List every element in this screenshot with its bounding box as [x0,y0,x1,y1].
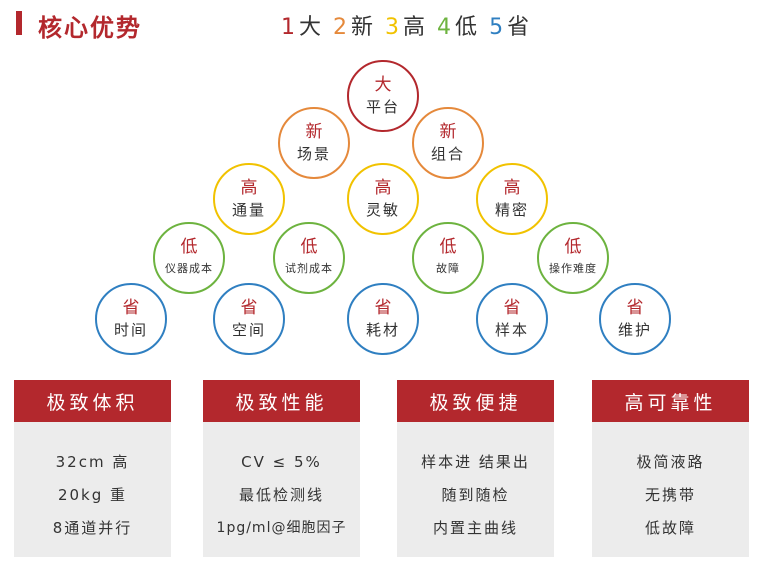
advantage-circle-throughput: 高 通量 [213,163,285,235]
circle-label: 耗材 [365,321,400,339]
circle-keyword: 低 [564,237,582,257]
card-line: CV ≤ 5% [241,453,322,471]
feature-card-performance: 极致性能 CV ≤ 5% 最低检测线 1pg/ml@细胞因子 [203,380,360,557]
advantage-circle-combination: 新 组合 [412,107,484,179]
circle-label: 试剂成本 [285,262,333,275]
advantage-circle-time: 省 时间 [95,283,167,355]
slogan-num-4: 4 [437,15,453,40]
circle-label: 空间 [231,321,266,339]
circle-label: 组合 [430,145,465,163]
circle-keyword: 低 [300,237,318,257]
card-body: CV ≤ 5% 最低检测线 1pg/ml@细胞因子 [203,446,360,545]
slogan-num-2: 2 [333,15,349,40]
slogan-word-3: 高 [403,15,427,40]
circle-label: 灵敏 [365,201,400,219]
advantage-circle-reagent-cost: 低 试剂成本 [273,222,345,294]
advantage-circle-sensitivity: 高 灵敏 [347,163,419,235]
card-line: 随到随检 [441,486,510,504]
circle-keyword: 省 [626,298,644,318]
circle-label: 平台 [365,98,400,116]
advantage-circle-instrument-cost: 低 仪器成本 [153,222,225,294]
circle-keyword: 省 [240,298,258,318]
card-line: 1pg/ml@细胞因子 [216,520,347,536]
circle-keyword: 高 [240,178,258,198]
card-title: 极致体积 [14,380,171,422]
card-line: 最低检测线 [238,486,324,504]
circle-label: 操作难度 [549,262,597,275]
circle-keyword: 低 [180,237,198,257]
slogan-word-1: 大 [299,15,323,40]
advantage-circle-consumables: 省 耗材 [347,283,419,355]
circle-keyword: 低 [439,237,457,257]
circle-label: 样本 [494,321,529,339]
card-line: 无携带 [644,486,696,504]
circle-keyword: 省 [122,298,140,318]
advantage-circle-space: 省 空间 [213,283,285,355]
circle-keyword: 省 [503,298,521,318]
circle-label: 故障 [436,262,460,275]
card-title: 高可靠性 [592,380,749,422]
slogan-num-5: 5 [489,15,505,40]
card-body: 极简液路 无携带 低故障 [592,446,749,545]
card-line: 内置主曲线 [432,519,518,537]
slogan-word-2: 新 [351,15,375,40]
advantage-circle-maintenance: 省 维护 [599,283,671,355]
card-line: 20kg 重 [57,486,128,504]
card-line: 32cm 高 [55,453,130,471]
circle-label: 精密 [494,201,529,219]
slogan-word-5: 省 [507,15,531,40]
slogan-num-3: 3 [385,15,401,40]
card-line: 低故障 [644,519,696,537]
advantage-circle-operation: 低 操作难度 [537,222,609,294]
circle-keyword: 新 [305,122,323,142]
advantage-circle-platform: 大 平台 [347,60,419,132]
circle-label: 通量 [231,201,266,219]
card-line: 极简液路 [636,453,705,471]
card-title: 极致便捷 [397,380,554,422]
feature-card-convenience: 极致便捷 样本进 结果出 随到随检 内置主曲线 [397,380,554,557]
advantage-circle-scenario: 新 场景 [278,107,350,179]
circle-label: 时间 [113,321,148,339]
circle-label: 场景 [296,145,331,163]
circle-keyword: 高 [503,178,521,198]
advantage-circle-precision: 高 精密 [476,163,548,235]
title-accent-bar [16,11,22,35]
card-line: 8通道并行 [52,519,133,537]
advantage-circle-sample: 省 样本 [476,283,548,355]
card-title: 极致性能 [203,380,360,422]
circle-keyword: 高 [374,178,392,198]
circle-label: 维护 [617,321,652,339]
advantage-circle-failure: 低 故障 [412,222,484,294]
circle-keyword: 省 [374,298,392,318]
feature-card-volume: 极致体积 32cm 高 20kg 重 8通道并行 [14,380,171,557]
slogan-word-4: 低 [455,15,479,40]
page-title: 核心优势 [38,14,142,42]
slogan-num-1: 1 [281,15,296,40]
feature-card-reliability: 高可靠性 极简液路 无携带 低故障 [592,380,749,557]
card-line: 样本进 结果出 [421,453,530,471]
circle-label: 仪器成本 [165,262,213,275]
card-body: 32cm 高 20kg 重 8通道并行 [14,446,171,545]
card-body: 样本进 结果出 随到随检 内置主曲线 [397,446,554,545]
circle-keyword: 新 [439,122,457,142]
circle-keyword: 大 [374,75,392,95]
